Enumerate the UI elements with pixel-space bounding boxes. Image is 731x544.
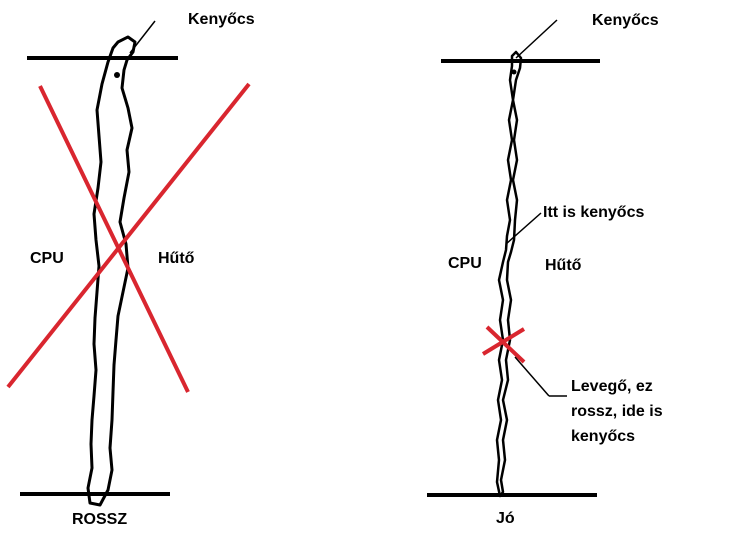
right-thin-paste-layer — [495, 50, 523, 498]
right-paste-label: Kenyőcs — [592, 12, 659, 29]
right-cooler-label: Hűtő — [545, 257, 582, 274]
left-paste-dot — [114, 72, 120, 78]
right-air-note-line2: rossz, ide is — [571, 403, 663, 420]
right-cpu-label: CPU — [448, 255, 482, 272]
right-paste-here-pointer — [505, 212, 542, 245]
left-verdict-label: ROSSZ — [72, 511, 127, 528]
right-paste-here-label: Itt is kenyőcs — [543, 204, 644, 221]
left-cpu-label: CPU — [30, 250, 64, 267]
right-verdict-label: Jó — [496, 510, 515, 527]
right-panel: Kenyőcs Itt is kenyőcs CPU Hűtő Levegő, … — [427, 12, 663, 527]
right-air-note-line3: kenyőcs — [571, 428, 635, 445]
right-paste-dot — [511, 69, 517, 75]
right-air-gap-cross — [481, 325, 526, 364]
right-air-note-pointer — [514, 356, 550, 397]
left-cooler-label: Hűtő — [158, 250, 195, 267]
left-bad-cross — [6, 82, 251, 393]
left-panel: Kenyőcs CPU Hűtő ROSSZ — [6, 11, 255, 528]
left-paste-label: Kenyőcs — [188, 11, 255, 28]
right-air-note-line1: Levegő, ez — [571, 378, 653, 395]
left-paste-pointer — [129, 20, 156, 54]
right-paste-pointer — [515, 19, 558, 59]
